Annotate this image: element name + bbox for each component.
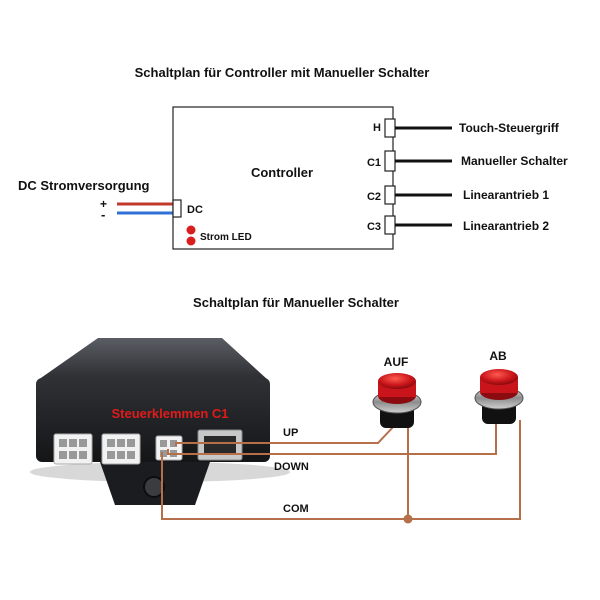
pin-icon bbox=[117, 439, 125, 447]
port-c3-label: C3 bbox=[367, 221, 381, 233]
rj45-port bbox=[197, 429, 243, 461]
pin-icon bbox=[79, 451, 87, 459]
wire-label-com: COM bbox=[283, 503, 309, 515]
switch-ab-button-icon bbox=[480, 369, 518, 385]
port-c2-label: C2 bbox=[367, 191, 381, 203]
connector-6pin-2 bbox=[101, 433, 141, 465]
pin-icon bbox=[127, 451, 135, 459]
port-c3-target: Linearantrieb 2 bbox=[463, 219, 549, 233]
switch-auf-label: AUF bbox=[384, 355, 409, 369]
terminal-label: Steuerklemmen C1 bbox=[111, 406, 228, 421]
wire-up bbox=[175, 424, 396, 446]
pin-icon bbox=[127, 439, 135, 447]
wire-down bbox=[167, 420, 497, 455]
pin-icon bbox=[69, 451, 77, 459]
connector-6pin-body bbox=[53, 433, 93, 465]
connector-c1 bbox=[155, 435, 183, 461]
connector-6pin bbox=[53, 433, 93, 465]
power-led-icon bbox=[186, 225, 196, 235]
switch-wires bbox=[161, 420, 521, 520]
port-h-label: H bbox=[373, 122, 381, 134]
switch-auf: AUF bbox=[372, 355, 422, 428]
bottom-diagram-title: Schaltplan für Manueller Schalter bbox=[193, 295, 399, 310]
manual-switch-diagram: Schaltplan für Manueller Schalter bbox=[30, 295, 524, 524]
controller-housing: Steuerklemmen C1 bbox=[30, 338, 290, 505]
top-diagram-title: Schaltplan für Controller mit Manueller … bbox=[135, 65, 430, 80]
power-supply-label: DC Stromversorgung bbox=[18, 178, 150, 193]
pin-icon bbox=[69, 439, 77, 447]
controller-box bbox=[172, 106, 394, 250]
port-c3-connector bbox=[384, 215, 396, 235]
pin-icon bbox=[79, 439, 87, 447]
port-c1-label: C1 bbox=[367, 157, 381, 169]
port-c1-connector bbox=[384, 150, 396, 172]
wire-label-down: DOWN bbox=[274, 461, 309, 473]
pin-icon bbox=[59, 451, 67, 459]
controller-wiring-diagram: Schaltplan für Controller mit Manueller … bbox=[18, 65, 568, 250]
housing-top bbox=[38, 338, 268, 380]
pin-icon bbox=[170, 440, 177, 447]
port-h-connector bbox=[384, 118, 396, 138]
port-c1: C1 Manueller Schalter bbox=[367, 150, 568, 172]
connector-6pin-2-body bbox=[101, 433, 141, 465]
wire-label-up: UP bbox=[283, 427, 298, 439]
switch-auf-button-icon bbox=[378, 373, 416, 389]
dc-port-label: DC bbox=[187, 204, 203, 216]
port-c2: C2 Linearantrieb 1 bbox=[367, 185, 549, 205]
port-c1-target: Manueller Schalter bbox=[461, 154, 568, 168]
pin-icon bbox=[59, 439, 67, 447]
switch-ab-label: AB bbox=[489, 349, 507, 363]
connector-c1-body bbox=[155, 435, 183, 461]
mounting-hole-icon bbox=[143, 476, 165, 498]
pin-icon bbox=[117, 451, 125, 459]
port-c2-connector bbox=[384, 185, 396, 205]
dc-port bbox=[172, 199, 182, 218]
minus-sign: - bbox=[101, 207, 105, 222]
pin-icon bbox=[107, 451, 115, 459]
port-h: H Touch-Steuergriff bbox=[373, 118, 560, 138]
pin-icon bbox=[160, 440, 167, 447]
com-junction-icon bbox=[403, 514, 413, 524]
wire-com bbox=[161, 420, 521, 520]
switch-ab: AB bbox=[474, 349, 524, 424]
led-label: Strom LED bbox=[200, 232, 252, 243]
pin-icon bbox=[160, 450, 167, 457]
plus-sign: + bbox=[100, 197, 107, 211]
rj45-port-opening bbox=[204, 436, 236, 454]
power-led-icon-2 bbox=[186, 236, 196, 246]
pin-icon bbox=[107, 439, 115, 447]
port-c2-target: Linearantrieb 1 bbox=[463, 188, 549, 202]
port-h-target: Touch-Steuergriff bbox=[459, 121, 560, 135]
controller-label: Controller bbox=[251, 165, 313, 180]
port-c3: C3 Linearantrieb 2 bbox=[367, 215, 549, 235]
